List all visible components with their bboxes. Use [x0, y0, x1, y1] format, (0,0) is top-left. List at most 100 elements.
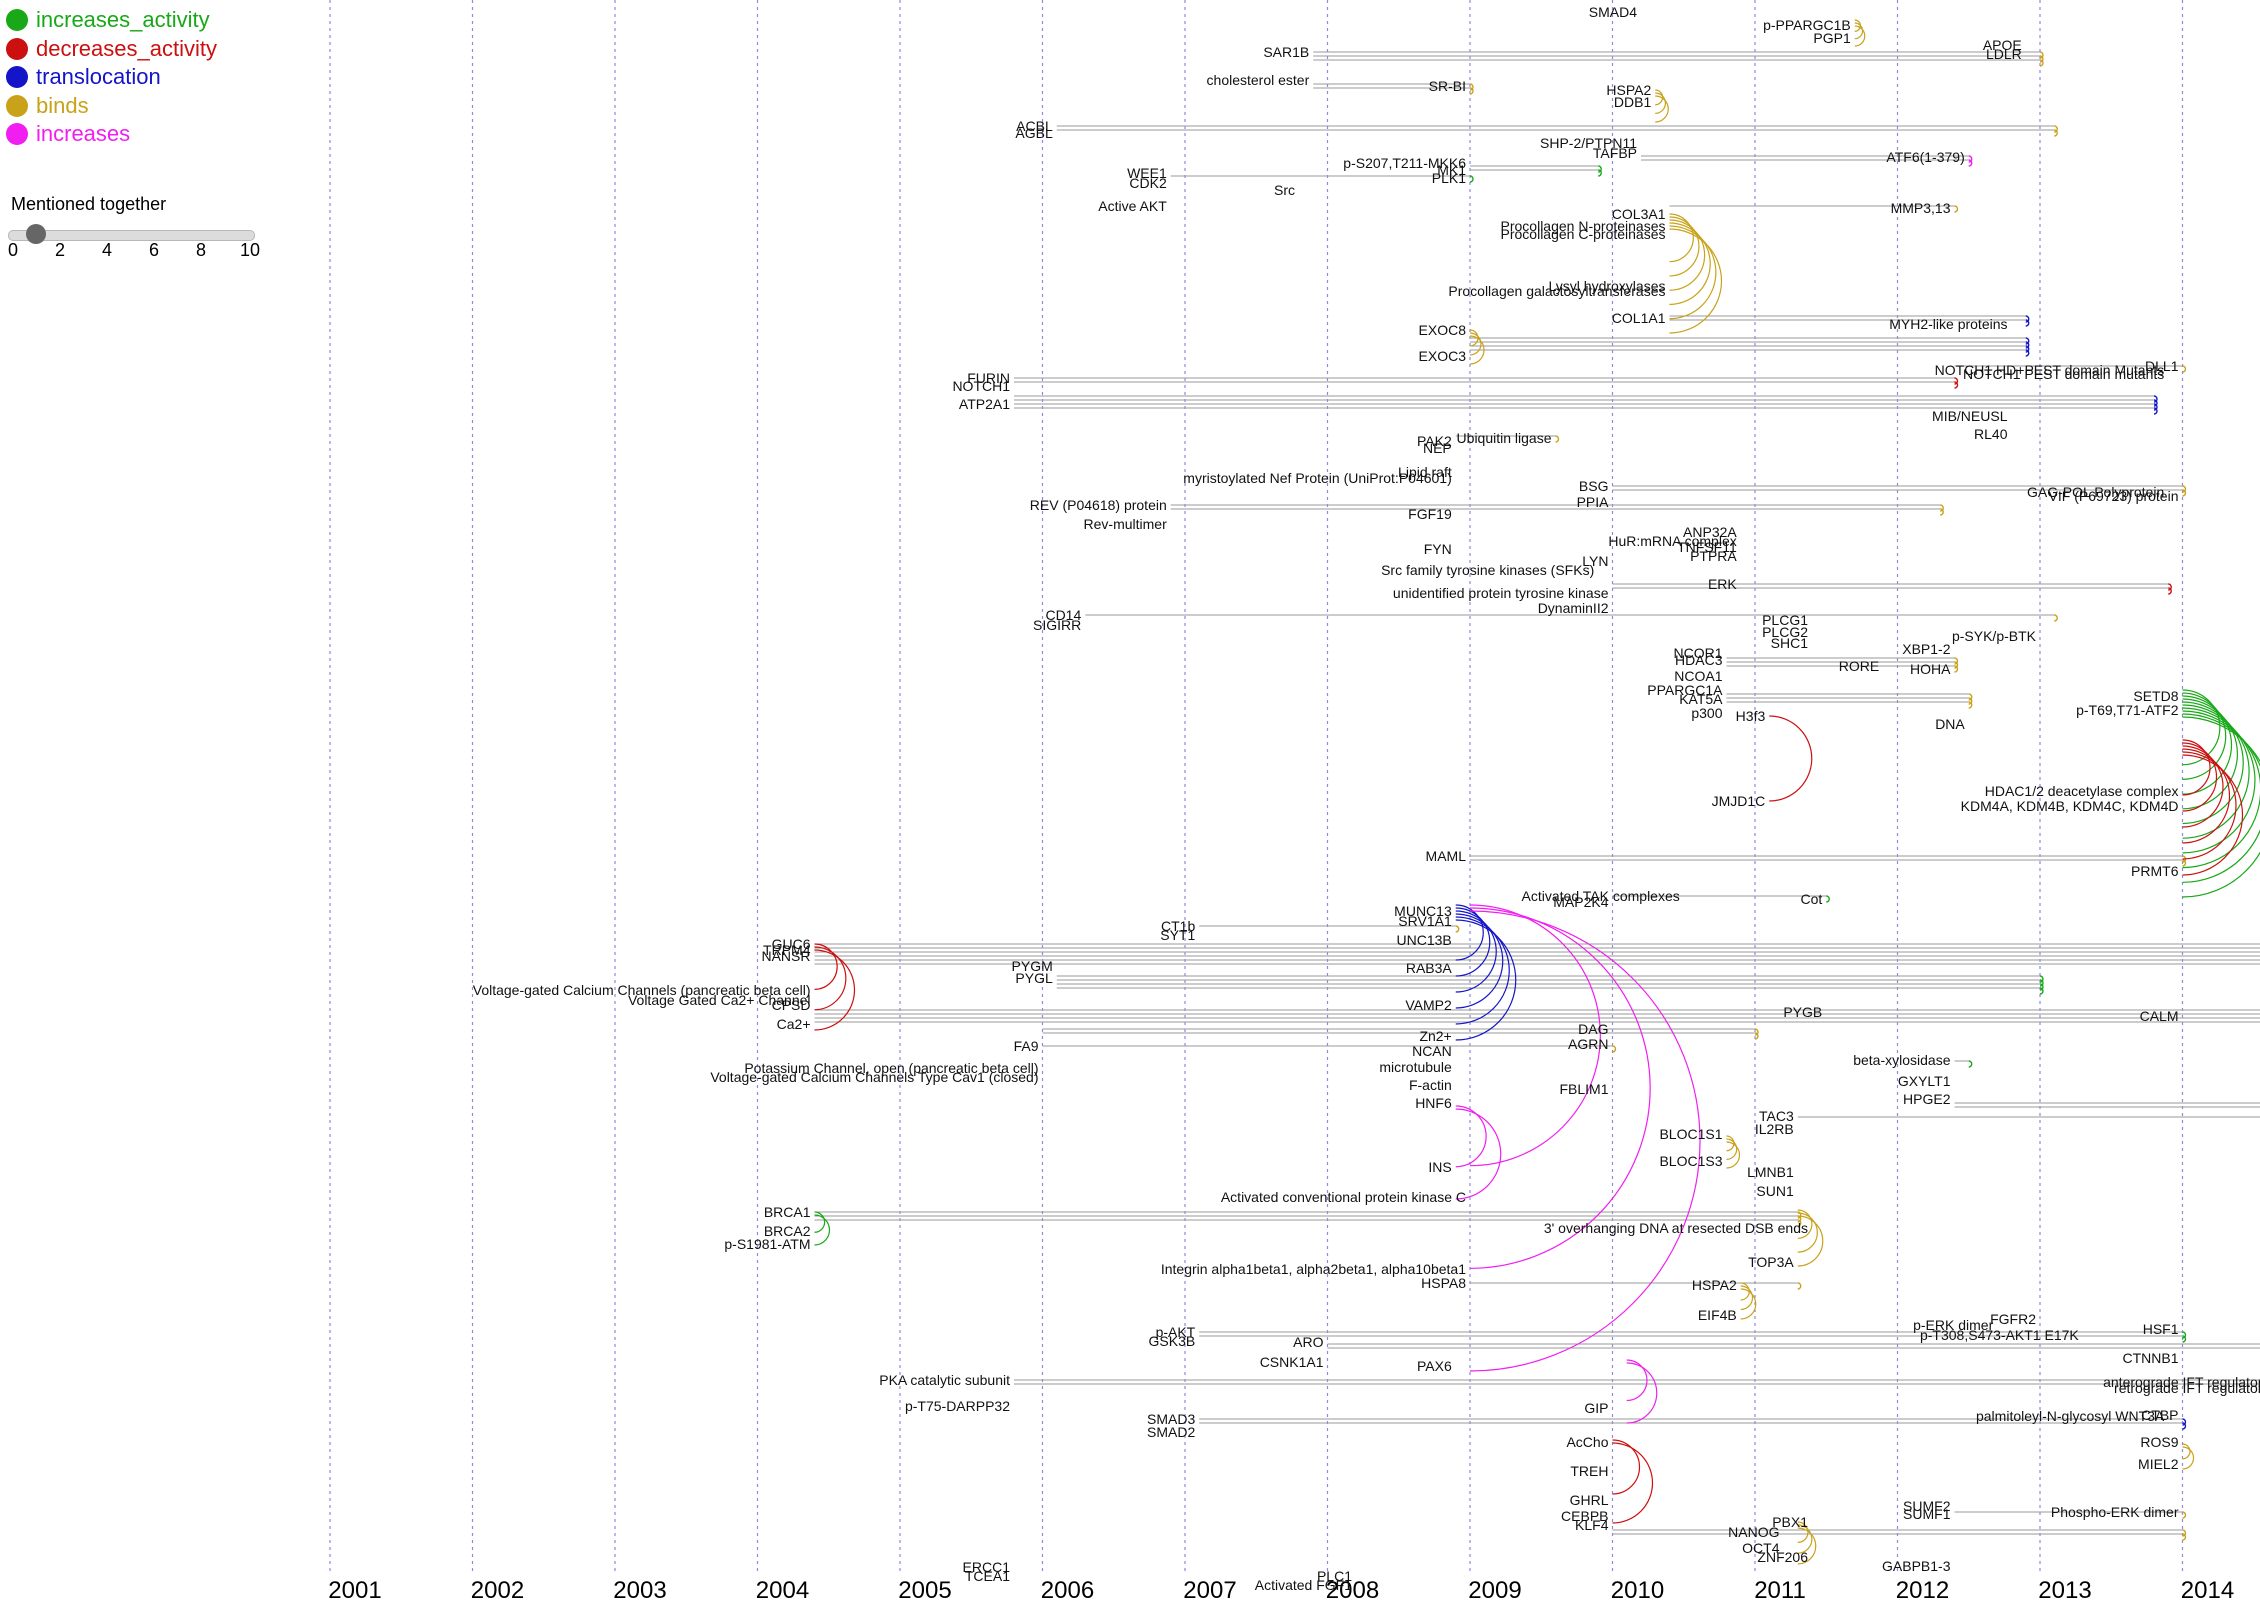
legend-swatch	[6, 123, 28, 145]
relation-arc	[2183, 717, 2260, 897]
node-label: H3f3	[1736, 708, 1766, 724]
node-label: SIGIRR	[1033, 617, 1081, 633]
node-label: KDM4A, KDM4B, KDM4C, KDM4D	[1961, 798, 2179, 814]
legend-swatch	[6, 38, 28, 60]
node-label: MMP3,13	[1891, 200, 1951, 216]
node-label: 3' overhanging DNA at resected DSB ends	[1544, 1220, 1808, 1236]
node-label: HDAC3	[1675, 652, 1723, 668]
node-label: INS	[1428, 1159, 1451, 1175]
node-label: BLOC1S1	[1659, 1126, 1722, 1142]
node-label: Activated FGF1	[1255, 1577, 1352, 1593]
node-label: Ca2+	[777, 1016, 811, 1032]
node-label: DNA	[1935, 716, 1965, 732]
legend-item-increases[interactable]: increases	[6, 120, 217, 149]
slider-ticks: 0 2 4 6 8 10	[8, 240, 268, 266]
node-label: NOTCH1 PEST domain mutants	[1963, 366, 2164, 382]
node-label: Zn2+	[1419, 1028, 1451, 1044]
link-end-arc	[1556, 436, 1559, 442]
link-end-arc	[1955, 666, 1958, 672]
year-label: 2012	[1896, 1577, 1949, 1600]
node-label: SMAD2	[1147, 1424, 1195, 1440]
year-label: 2004	[756, 1577, 809, 1600]
link-end-arc	[1969, 702, 1972, 708]
node-label: LDLR	[1986, 46, 2022, 62]
node-label: KLF4	[1575, 1517, 1609, 1533]
node-label: SUMF1	[1903, 1506, 1951, 1522]
node-label: MIB/NEUSL	[1932, 408, 2008, 424]
node-label: p-T308,S473-AKT1 E17K	[1920, 1327, 2079, 1343]
year-label: 2001	[328, 1577, 381, 1600]
link-end-arc	[1598, 170, 1601, 176]
node-label: BRCA1	[764, 1204, 811, 1220]
node-label: BLOC1S3	[1659, 1153, 1722, 1169]
node-label: PRMT6	[2131, 863, 2179, 879]
node-label: Activated TAK complexes	[1522, 888, 1680, 904]
relation-arc	[1456, 1106, 1486, 1167]
legend-label: decreases_activity	[36, 38, 217, 60]
node-label: F-actin	[1409, 1077, 1452, 1093]
link-end-arc	[2168, 588, 2171, 594]
node-label: PTPRA	[1690, 548, 1737, 564]
slider-tick: 2	[55, 240, 65, 261]
legend-item-binds[interactable]: binds	[6, 92, 217, 121]
node-label: HSF1	[2143, 1321, 2179, 1337]
node-label: TCEA1	[965, 1568, 1010, 1584]
node-label: CSNK1A1	[1260, 1354, 1324, 1370]
node-label: DynaminII2	[1538, 600, 1609, 616]
mentioned-together-slider[interactable]: Mentioned together 0 2 4 6 8 10	[8, 194, 258, 215]
node-label: Lipid raft	[1398, 464, 1452, 480]
legend-swatch	[6, 66, 28, 88]
legend-item-increases-activity[interactable]: increases_activity	[6, 6, 217, 35]
node-label: unidentified protein tyrosine kinase	[1393, 585, 1609, 601]
relation-arc	[2183, 690, 2220, 765]
node-label: DLL1	[2145, 358, 2179, 374]
node-label: SUN1	[1756, 1183, 1794, 1199]
node-label: cholesterol ester	[1207, 72, 1310, 88]
node-label: CTBP	[2141, 1407, 2178, 1423]
node-label: CTNNB1	[2122, 1350, 2178, 1366]
link-end-arc	[1955, 382, 1958, 388]
node-label: Procollagen galactosyltransferases	[1448, 283, 1665, 299]
relation-arc	[1456, 908, 1490, 976]
node-label: EXOC8	[1419, 322, 1467, 338]
relation-arc	[2183, 1447, 2194, 1469]
node-label: TOP3A	[1748, 1254, 1794, 1270]
link-end-arc	[2026, 350, 2029, 356]
node-label: PKA catalytic subunit	[879, 1372, 1010, 1388]
link-end-arc	[1798, 1283, 1801, 1289]
node-label: HNF6	[1415, 1095, 1452, 1111]
node-label: CDK2	[1129, 175, 1167, 191]
relation-arc	[1670, 214, 1694, 262]
node-label: palmitoleyl-N-glycosyl WNT3A	[1976, 1408, 2165, 1424]
node-label: HDAC1/2 deacetylase complex	[1985, 783, 2179, 799]
node-label: ROS9	[2140, 1434, 2178, 1450]
node-label: Voltage-gated Calcium Channels Type Cav1…	[710, 1069, 1038, 1085]
node-label: LMNB1	[1747, 1164, 1794, 1180]
node-label: AGRN	[1568, 1036, 1608, 1052]
node-label: MYH2-like proteins	[1889, 316, 2007, 332]
node-label: SRV1A1	[1398, 913, 1452, 929]
node-label: PYGL	[1015, 970, 1053, 986]
node-label: MIEL2	[2138, 1456, 2179, 1472]
legend: increases_activity decreases_activity tr…	[6, 6, 217, 149]
node-label: SAR1B	[1263, 44, 1309, 60]
node-label: FGF19	[1408, 506, 1452, 522]
legend-item-translocation[interactable]: translocation	[6, 63, 217, 92]
relation-arc	[2183, 711, 2260, 868]
relation-arc	[1769, 716, 1812, 801]
year-label: 2007	[1183, 1577, 1236, 1600]
link-end-arc	[2054, 615, 2057, 621]
node-label: p-S1981-ATM	[724, 1236, 810, 1252]
year-label: 2005	[898, 1577, 951, 1600]
node-label: SYT1	[1160, 927, 1195, 943]
node-label: AGBL	[1015, 125, 1053, 141]
legend-label: translocation	[36, 66, 161, 88]
node-label: NOTCH1	[952, 378, 1010, 394]
node-label: PLK1	[1432, 170, 1466, 186]
node-label: p-T69,T71-ATF2	[2076, 702, 2179, 718]
legend-item-decreases-activity[interactable]: decreases_activity	[6, 35, 217, 64]
node-label: DDB1	[1614, 94, 1652, 110]
year-label: 2009	[1468, 1577, 1521, 1600]
year-label: 2002	[471, 1577, 524, 1600]
relation-arc	[1670, 220, 1705, 290]
